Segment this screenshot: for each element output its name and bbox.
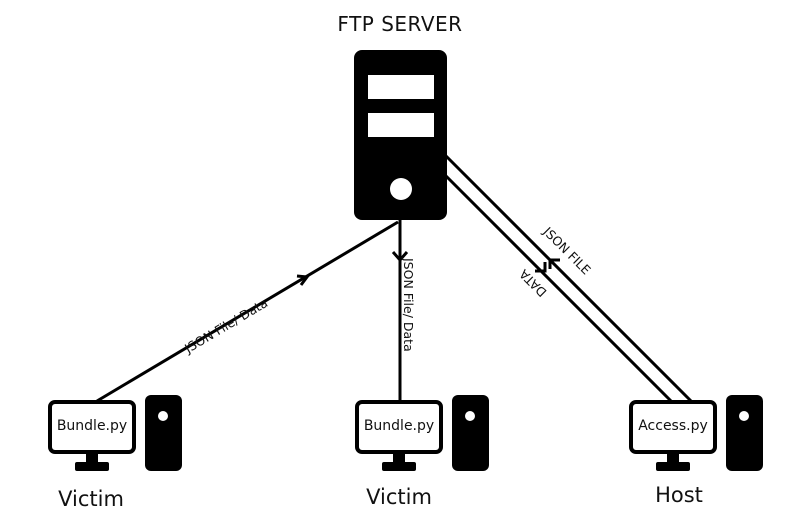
computer-icon xyxy=(355,395,489,471)
node-3-role-label: Host xyxy=(655,483,703,507)
edge-left-line xyxy=(96,220,399,403)
computer-icon xyxy=(48,395,182,471)
node-1-screen-label: Bundle.py xyxy=(56,418,128,434)
edge-left-arrow xyxy=(296,274,310,286)
node-3-screen-label: Access.py xyxy=(638,418,708,434)
computer-icon xyxy=(629,395,763,471)
edge-right-lower-arrow xyxy=(535,262,547,273)
node-2-role-label: Victim xyxy=(366,485,432,509)
edge-middle-label: JSON File/ Data xyxy=(401,258,416,352)
edge-right-upper-line xyxy=(444,154,693,403)
ftp-server-icon xyxy=(354,50,447,220)
server-title: FTP SERVER xyxy=(337,12,463,36)
node-1-role-label: Victim xyxy=(58,487,124,511)
node-2-screen-label: Bundle.py xyxy=(363,418,435,434)
edge-right-lower-line xyxy=(444,174,673,403)
edge-right-upper-arrow xyxy=(548,258,560,269)
edge-middle-arrow xyxy=(391,251,409,263)
